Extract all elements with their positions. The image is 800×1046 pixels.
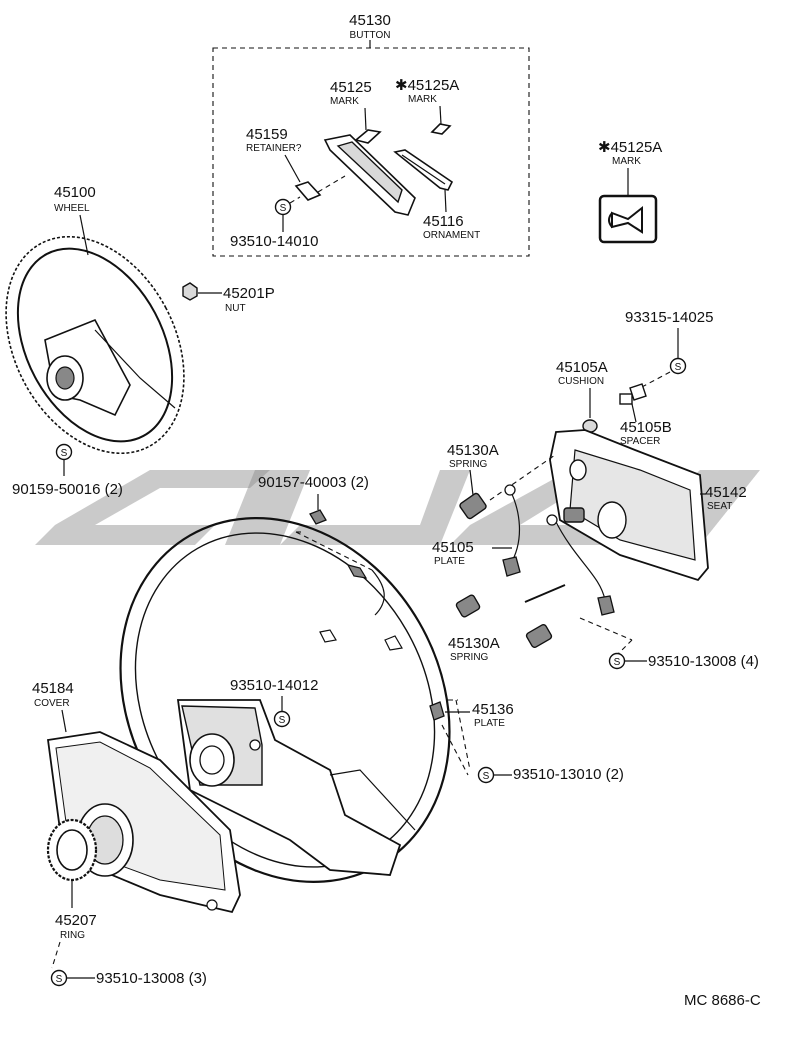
cushion-name: CUSHION <box>558 376 604 387</box>
mark-part <box>354 129 382 144</box>
screw-13008-3-number: 93510-13008 (3) <box>96 970 207 987</box>
screw-90157-number: 90157-40003 (2) <box>258 474 369 491</box>
ring-name: RING <box>60 930 85 941</box>
button-group-box <box>212 47 530 257</box>
button-number: 45130 <box>349 12 391 29</box>
mark-number: 45125 <box>330 79 372 96</box>
wheel-part <box>5 235 185 455</box>
cover-number: 45184 <box>32 680 74 697</box>
screw-13010-number: 93510-13010 (2) <box>513 766 624 783</box>
seat-number: 45142 <box>705 484 747 501</box>
spacer-part <box>619 383 647 405</box>
cushion-number: 45105A <box>556 359 608 376</box>
plate-45136-name: PLATE <box>474 718 505 729</box>
screw-button-number: 93510-14010 <box>230 233 318 250</box>
ornament-name: ORNAMENT <box>423 230 480 241</box>
ornament-part <box>393 149 454 191</box>
ornament-number: 45116 <box>423 213 464 230</box>
plate-45105-part <box>502 484 615 616</box>
wheel-number: 45100 <box>54 184 96 201</box>
nut-number: 45201P <box>223 285 275 302</box>
diagram-code: MC 8686-C <box>684 992 761 1009</box>
plate-45105-number: 45105 <box>432 539 474 556</box>
screw-symbol: S <box>280 203 287 214</box>
nut-part <box>182 282 198 301</box>
screw-symbol-4: S <box>614 657 621 668</box>
mark-a-name: MARK <box>408 94 437 105</box>
spring-2-part <box>525 623 553 649</box>
plate-45105-name: PLATE <box>434 556 465 567</box>
mark-a-number: ✱45125A <box>395 77 459 94</box>
spring-1-part <box>459 492 487 520</box>
screw-90157-part <box>309 509 327 525</box>
seat-name: SEAT <box>707 501 732 512</box>
retainer-name: RETAINER? <box>246 143 302 154</box>
ring-number: 45207 <box>55 912 97 929</box>
spring-middle-part <box>455 594 481 618</box>
cover-name: COVER <box>34 698 70 709</box>
retainer-number: 45159 <box>246 126 288 143</box>
spring-2-number: 45130A <box>448 635 500 652</box>
mark-a-part <box>430 123 452 135</box>
screw-symbol-13010: S <box>483 771 490 782</box>
screw-symbol-3: S <box>56 974 63 985</box>
screw-symbol-wheel: S <box>61 448 68 459</box>
ring-part <box>46 818 98 882</box>
plate-45136-part <box>429 701 445 721</box>
button-name: BUTTON <box>350 30 391 41</box>
spacer-number: 45105B <box>620 419 672 436</box>
screw-symbol-14012: S <box>279 715 286 726</box>
nut-name: NUT <box>225 303 246 314</box>
mark-a-detail-name: MARK <box>612 156 641 167</box>
screw-wheel-number: 90159-50016 (2) <box>12 481 123 498</box>
plate-45136-number: 45136 <box>472 701 514 718</box>
horn-icon <box>608 205 643 234</box>
screw-13008-4-number: 93510-13008 (4) <box>648 653 759 670</box>
mark-name: MARK <box>330 96 359 107</box>
screw-14012-number: 93510-14012 <box>230 677 318 694</box>
screw-symbol-bolt: S <box>675 362 682 373</box>
spring-1-number: 45130A <box>447 442 499 459</box>
spring-2-name: SPRING <box>450 652 489 663</box>
mark-a-detail-number: ✱45125A <box>598 139 662 156</box>
button-pad <box>323 134 416 216</box>
wheel-name: WHEEL <box>54 203 90 214</box>
spacer-name: SPACER <box>620 436 660 447</box>
seat-part <box>549 429 709 582</box>
spring-1-name: SPRING <box>449 459 488 470</box>
retainer-part <box>294 181 322 201</box>
bolt-93315-number: 93315-14025 <box>625 309 713 326</box>
